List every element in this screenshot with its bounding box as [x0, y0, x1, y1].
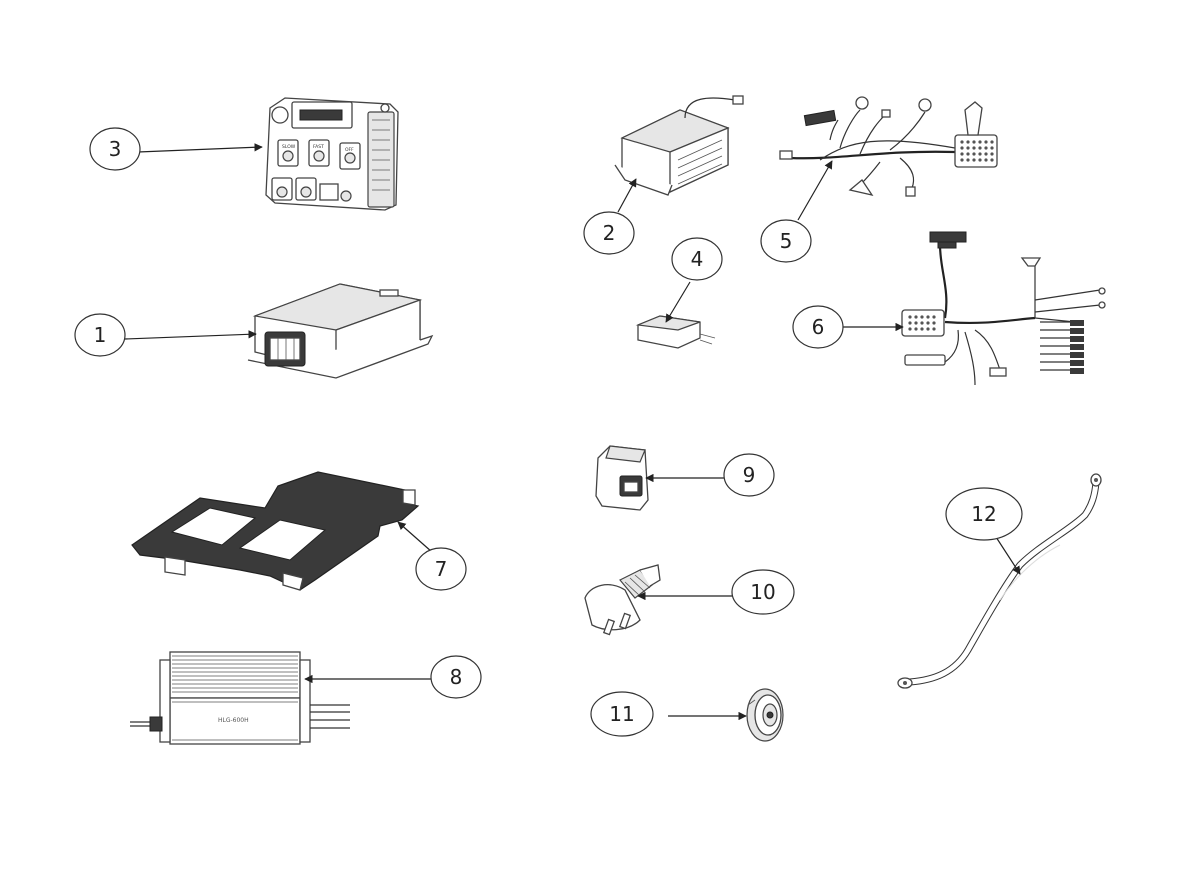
part-3-motor-controller: SLOW FAST OFF	[265, 97, 399, 211]
part-9-flasher-unit	[595, 445, 649, 511]
callout-8: 8	[430, 655, 482, 699]
charger-model-label: HLG-600H	[218, 717, 249, 724]
leader-line-7	[397, 521, 433, 553]
callout-bubble	[792, 305, 844, 349]
callout-4: 4	[671, 237, 723, 281]
callout-label: 4	[691, 247, 704, 271]
leader-line-4	[665, 281, 691, 323]
callout-bubble	[430, 655, 482, 699]
callout-label: 1	[94, 323, 107, 347]
callout-label: 2	[603, 221, 616, 245]
callout-bubble	[583, 211, 635, 255]
callout-bubble	[590, 691, 654, 737]
callout-bubble	[415, 547, 467, 591]
callout-12: 12	[945, 487, 1023, 541]
part-1-control-box	[247, 283, 434, 379]
callout-label: 5	[780, 229, 793, 253]
part-11-horn	[746, 688, 784, 742]
callout-9: 9	[723, 453, 775, 497]
part-10-power-plug	[584, 564, 661, 636]
callout-bubble	[731, 569, 795, 615]
callout-bubble	[723, 453, 775, 497]
leader-line-12	[995, 536, 1021, 575]
part-5-wiring-harness	[779, 96, 998, 197]
callout-label: 7	[435, 557, 448, 581]
callout-3: 3	[89, 127, 141, 171]
part-2-module-with-cable	[614, 95, 744, 196]
callout-1: 1	[74, 313, 126, 357]
callout-label: 6	[812, 315, 825, 339]
part-7-mounting-plate	[131, 471, 420, 591]
callout-5: 5	[760, 219, 812, 263]
leader-line-5	[797, 160, 833, 221]
callout-bubble	[74, 313, 126, 357]
leader-lines	[124, 143, 1021, 721]
callout-bubble	[671, 237, 723, 281]
controller-button-3-label: OFF	[345, 147, 354, 153]
callout-11: 11	[590, 691, 654, 737]
controller-button-2-label: FAST	[313, 144, 324, 150]
part-6-main-harness	[901, 231, 1106, 386]
part-12-battery-cable	[897, 473, 1102, 689]
controller-button-1-label: SLOW	[282, 144, 296, 150]
callout-label: 12	[971, 502, 996, 526]
callout-label: 9	[743, 463, 756, 487]
leader-line-2	[617, 178, 637, 213]
callout-label: 10	[750, 580, 775, 604]
callout-label: 3	[109, 137, 122, 161]
callout-6: 6	[792, 305, 844, 349]
callout-label: 8	[450, 665, 463, 689]
callout-7: 7	[415, 547, 467, 591]
part-4-relay	[635, 315, 716, 349]
callout-bubble	[760, 219, 812, 263]
part-8-charger: HLG-600H	[130, 651, 350, 745]
leader-line-3	[137, 143, 263, 153]
callout-10: 10	[731, 569, 795, 615]
leader-line-1	[124, 330, 257, 340]
callout-2: 2	[583, 211, 635, 255]
callout-bubble	[945, 487, 1023, 541]
callout-bubble	[89, 127, 141, 171]
callout-label: 11	[609, 702, 634, 726]
